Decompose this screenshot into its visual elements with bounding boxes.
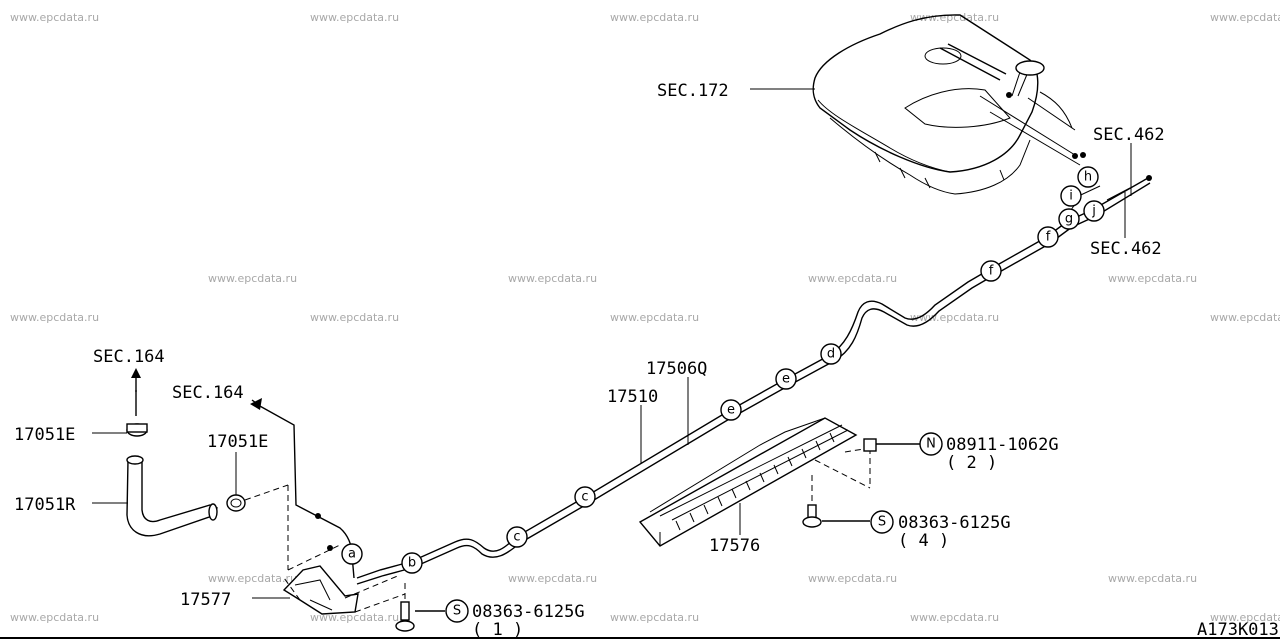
watermark: www.epcdata.ru [508, 572, 597, 585]
bolt-bottom[interactable] [395, 583, 445, 632]
fastener-prefix: S [453, 604, 461, 619]
fuel-tank[interactable] [812, 14, 1086, 195]
part-17051e-mid[interactable]: 17051E [207, 432, 268, 452]
s-symbol-icon [445, 599, 469, 623]
clip-marker [820, 343, 842, 365]
watermark: www.epcdata.ru [1108, 272, 1197, 285]
sec-172-label[interactable]: SEC.172 [657, 81, 729, 101]
watermark: www.epcdata.ru [1210, 11, 1280, 24]
nut-right[interactable] [863, 438, 920, 452]
labels: SEC.172 SEC.462 SEC.462 SEC.164 SEC.164 … [14, 81, 1279, 640]
part-17051e-left[interactable]: 17051E [14, 425, 75, 445]
s-symbol-icon [870, 510, 894, 534]
part-17576[interactable]: 17576 [709, 536, 760, 556]
watermark: www.epcdata.ru [808, 272, 897, 285]
watermark: www.epcdata.ru [610, 611, 699, 624]
bolt-right[interactable] [802, 475, 870, 528]
part-17506q[interactable]: 17506Q [646, 359, 707, 379]
clip-marker [980, 260, 1002, 282]
watermark: www.epcdata.ru [910, 11, 999, 24]
watermark: www.epcdata.ru [610, 11, 699, 24]
watermark: www.epcdata.ru [910, 611, 999, 624]
clip-marker [1083, 200, 1105, 222]
watermark: www.epcdata.ru [10, 311, 99, 324]
clip-marker [341, 543, 363, 565]
drawing-code: A173K013 [1197, 620, 1279, 640]
clip-letter: j [1091, 204, 1096, 219]
protector-17576[interactable] [638, 417, 871, 547]
clamp-mid[interactable] [226, 484, 289, 570]
clip-letter: b [408, 556, 416, 571]
clip-letter: e [782, 372, 790, 387]
watermark: www.epcdata.ru [10, 611, 99, 624]
sec-164-mid-label[interactable]: SEC.164 [172, 383, 244, 403]
sec-462-bottom-label[interactable]: SEC.462 [1090, 239, 1162, 259]
clip-letter: a [348, 547, 356, 562]
fastener-prefix: N [926, 437, 936, 452]
part-17051r[interactable]: 17051R [14, 495, 76, 515]
clip-letter: g [1065, 212, 1073, 227]
clip-marker [720, 399, 742, 421]
hose-17051r[interactable] [126, 455, 219, 537]
clip-letter: f [1046, 230, 1051, 245]
bolt-right-code[interactable]: 08363-6125G [898, 513, 1011, 533]
bolt-bottom-qty: ( 1 ) [472, 620, 523, 640]
fastener-symbols: S S N [445, 432, 943, 623]
clip-letter: c [581, 490, 588, 505]
watermark: www.epcdata.ru [910, 311, 999, 324]
nut-right-code[interactable]: 08911-1062G [946, 435, 1059, 455]
bolt-right-qty: ( 4 ) [898, 531, 949, 551]
clip-marker [574, 486, 596, 508]
watermark: www.epcdata.ru [610, 311, 699, 324]
bolt-bottom-code[interactable]: 08363-6125G [472, 602, 585, 622]
fuel-tube[interactable] [356, 175, 1152, 585]
sec-462-top-label[interactable]: SEC.462 [1093, 125, 1165, 145]
watermark: www.epcdata.ru [310, 611, 399, 624]
watermark: www.epcdata.ru [310, 11, 399, 24]
clip-letter: i [1069, 189, 1073, 204]
watermark: www.epcdata.ru [208, 572, 297, 585]
nut-right-qty: ( 2 ) [946, 453, 997, 473]
clamp-left[interactable] [126, 368, 148, 437]
watermark: www.epcdata.ru [10, 11, 99, 24]
clip-marker [401, 552, 423, 574]
clip-letter: d [827, 347, 835, 362]
leader-lines [92, 88, 1132, 599]
watermark: www.epcdata.ru [1210, 611, 1280, 624]
watermark: www.epcdata.ru [508, 272, 597, 285]
clip-letter: c [513, 530, 520, 545]
watermark: www.epcdata.ru [1210, 311, 1280, 324]
clip-marker [775, 368, 797, 390]
watermark: www.epcdata.ru [1108, 572, 1197, 585]
clip-letter: e [727, 403, 735, 418]
part-17510[interactable]: 17510 [607, 387, 658, 407]
clip-markers: a b c c e e d f f g i h j [341, 166, 1105, 574]
clip-marker [1058, 208, 1080, 230]
fastener-prefix: S [878, 515, 886, 530]
n-symbol-icon [919, 432, 943, 456]
clip-letter: f [989, 264, 994, 279]
watermark: www.epcdata.ru [208, 272, 297, 285]
vent-hose[interactable] [250, 398, 355, 579]
clip-marker [1077, 166, 1099, 188]
clip-marker [1060, 185, 1082, 207]
watermarks: www.epcdata.ru www.epcdata.ru www.epcdat… [10, 11, 1280, 624]
clip-marker [506, 526, 528, 548]
bracket-17577[interactable] [282, 544, 406, 615]
watermark: www.epcdata.ru [808, 572, 897, 585]
sec-164-left-label[interactable]: SEC.164 [93, 347, 165, 367]
clip-letter: h [1084, 170, 1092, 185]
clip-marker [1037, 226, 1059, 248]
part-17577[interactable]: 17577 [180, 590, 231, 610]
watermark: www.epcdata.ru [310, 311, 399, 324]
